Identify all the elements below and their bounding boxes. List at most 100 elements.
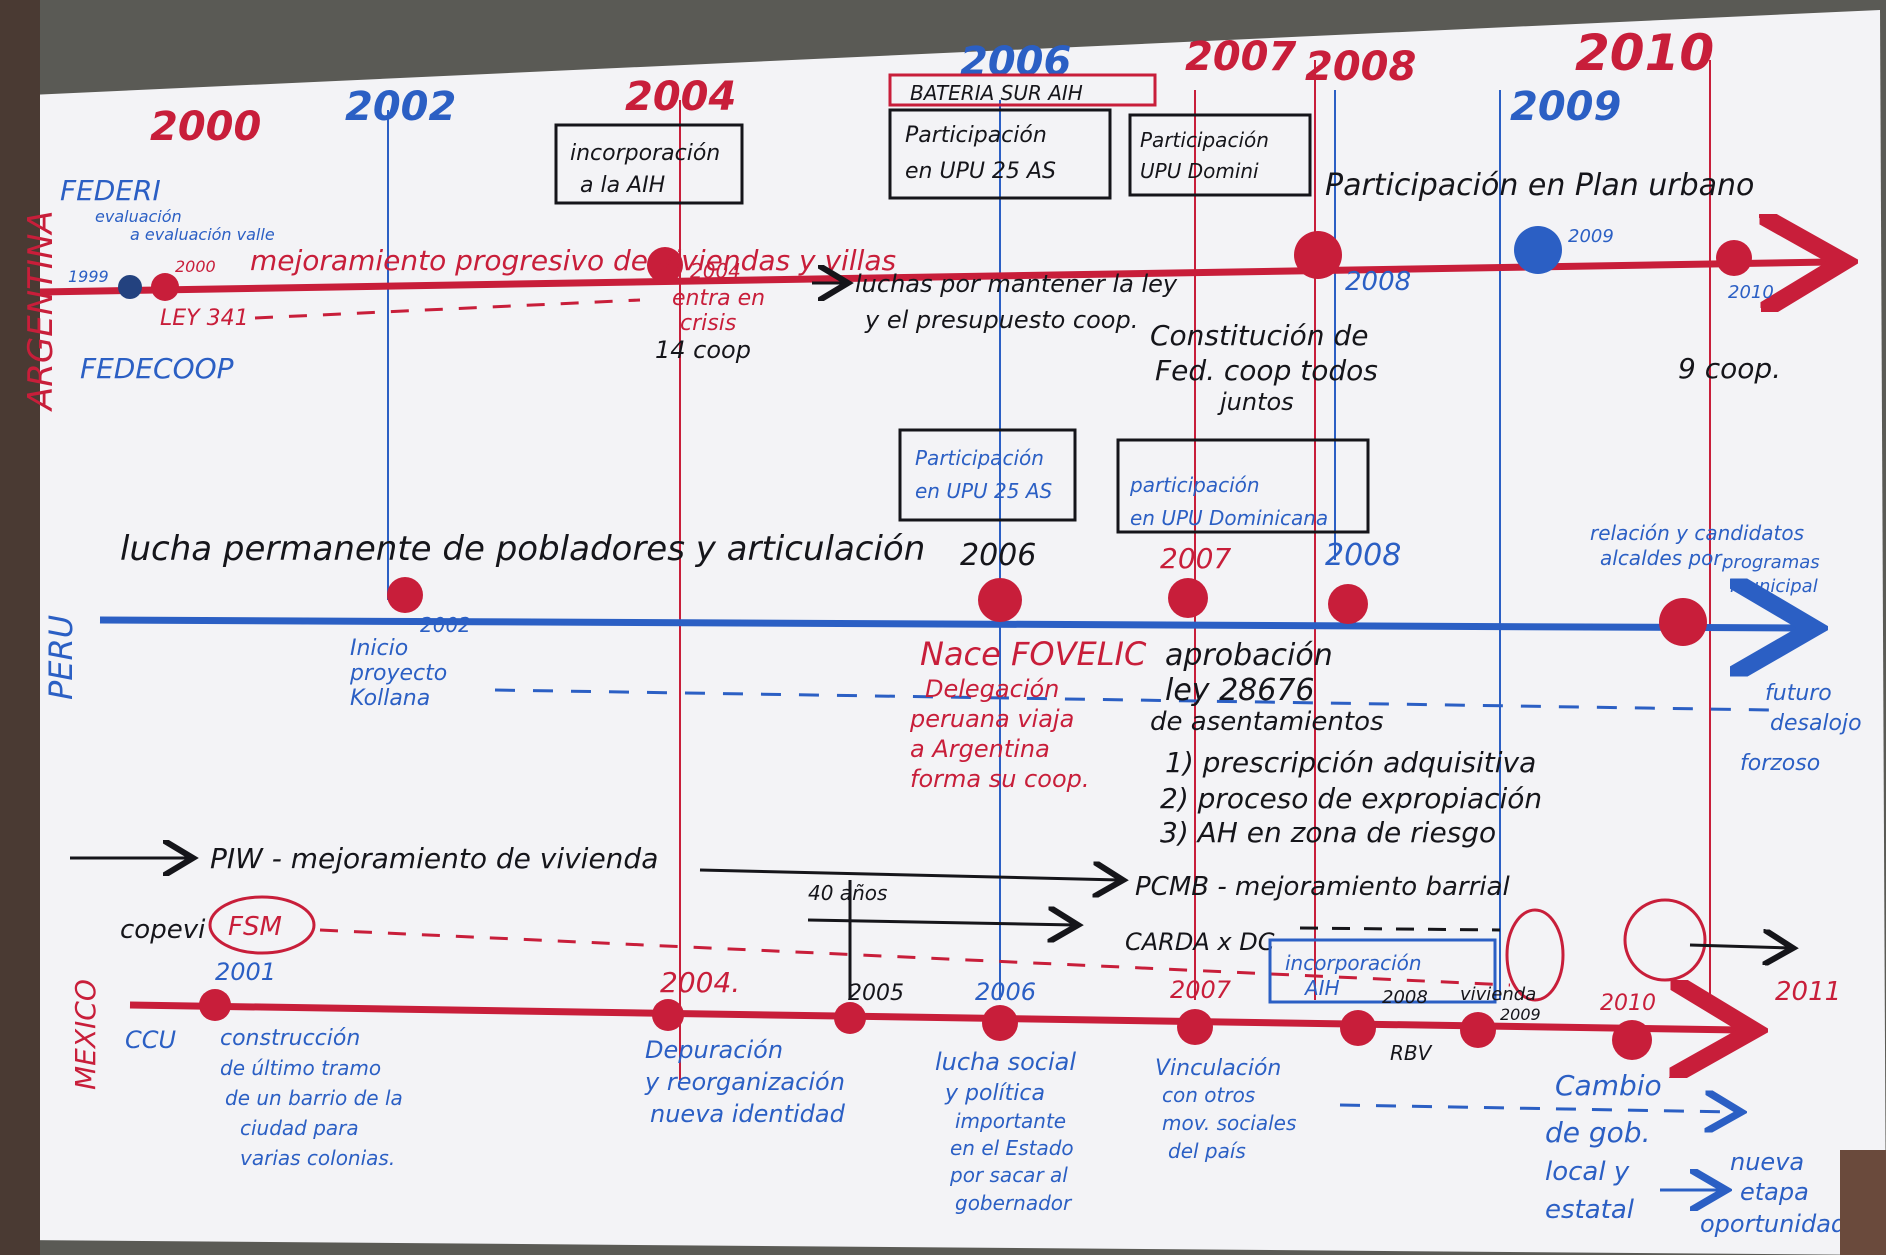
cambio-l2: de gob. xyxy=(1545,1116,1650,1149)
mexico-year-2008: 2008 xyxy=(1382,987,1428,1008)
year-2007: 2007 xyxy=(1185,34,1296,80)
peru-inicio-l1: Inicio xyxy=(350,636,408,661)
mexico-40anos: 40 años xyxy=(808,881,887,905)
carda-dashed xyxy=(1299,926,1501,932)
peru-list-1: 1) prescripción adquisitiva xyxy=(1165,746,1536,779)
luchas-l1: luchas por mantener la ley xyxy=(855,270,1178,298)
mexico-rbv: RBV xyxy=(1390,1041,1433,1065)
box-incorporacion-l1: incorporación xyxy=(570,141,720,166)
mexico-marker-2008 xyxy=(1340,1010,1376,1046)
mexico-year-2001: 2001 xyxy=(215,958,276,986)
mexico-ccu: CCU xyxy=(125,1026,177,1054)
40anos-arrow xyxy=(807,920,1075,925)
peru-box-2006-l2: en UPU 25 AS xyxy=(915,479,1053,503)
year-2000: 2000 xyxy=(150,104,261,150)
peru-year-2007: 2007 xyxy=(1160,542,1231,575)
peru-futuro-l3: forzoso xyxy=(1740,751,1820,776)
mexico-year-2006: 2006 xyxy=(975,978,1036,1006)
peru-relacion-l2: alcaldes por xyxy=(1600,546,1723,570)
ley-341: LEY 341 xyxy=(160,306,249,331)
mexico-piw: PIW - mejoramiento de vivienda xyxy=(210,842,658,875)
peru-box-2007 xyxy=(1116,438,1370,534)
peru-timeline xyxy=(99,620,1800,628)
marker-2008 xyxy=(1294,231,1342,279)
vinculacion-l1: Vinculación xyxy=(1155,1056,1281,1081)
mexico-marker-2007 xyxy=(1177,1009,1213,1045)
2011-arrow xyxy=(1689,945,1790,948)
mexico-marker-2005 xyxy=(834,1002,866,1034)
peru-lucha: lucha permanente de pobladores y articul… xyxy=(120,529,925,569)
box-upu-2006-l2: en UPU 25 AS xyxy=(905,159,1056,184)
peru-box-2007-l2: en UPU Dominicana xyxy=(1130,506,1328,530)
box-upu-2007-l2: UPU Domini xyxy=(1140,159,1259,183)
rv-circle xyxy=(1505,908,1565,1002)
year-guides xyxy=(387,60,1711,1080)
mexico-year-2004: 2004. xyxy=(660,966,740,999)
peru-aprobacion-l3: de asentamientos xyxy=(1150,707,1384,737)
vinculacion-l4: del país xyxy=(1168,1139,1246,1163)
year-2004-low: 2004 xyxy=(690,259,741,283)
peru-delegacion-l1: Delegación xyxy=(925,675,1059,703)
mexico-2010-circle xyxy=(1623,898,1707,982)
left-hand-shadow xyxy=(0,0,40,1255)
vinculacion-l2: con otros xyxy=(1162,1083,1255,1107)
peru-aprobacion-l2: ley 28676 xyxy=(1165,673,1315,708)
year-2009-low: 2009 xyxy=(1568,226,1614,247)
luchas-l2: y el presupuesto coop. xyxy=(864,306,1138,334)
year-2000-small: 2000 xyxy=(175,257,216,276)
mexico-marker-2006 xyxy=(982,1005,1018,1041)
vivienda-l1: vivienda xyxy=(1460,984,1536,1005)
peru-marker-2010 xyxy=(1659,598,1707,646)
mexico-marker-2004 xyxy=(652,999,684,1031)
year-2008-low: 2008 xyxy=(1345,267,1411,297)
depuracion-l2: y reorganización xyxy=(644,1068,845,1096)
peru-year-2006: 2006 xyxy=(960,538,1036,573)
pcmb-arrow xyxy=(699,870,1120,880)
peru-box-2006 xyxy=(898,428,1077,522)
year-2006: 2006 xyxy=(960,39,1071,85)
peru-delegacion-l2: peruana viaja xyxy=(909,705,1074,733)
crisis-l2: crisis xyxy=(680,311,736,336)
marker-2009 xyxy=(1514,226,1562,274)
peru-marker-2006 xyxy=(978,578,1022,622)
right-hand xyxy=(1840,1150,1886,1255)
peru-delegacion-l4: forma su coop. xyxy=(910,765,1089,793)
nueva-l3: oportunidad xyxy=(1700,1210,1847,1238)
box-incorporacion xyxy=(554,123,744,205)
peru-box-2006-l1: Participación xyxy=(915,446,1044,470)
lucha-l1: lucha social xyxy=(935,1048,1076,1076)
peru-fovelic: Nace FOVELIC xyxy=(920,635,1147,673)
box-upu-argentina-2007 xyxy=(1128,113,1312,197)
cambio-l4: estatal xyxy=(1545,1195,1635,1225)
inc-aih-l1: incorporación xyxy=(1285,951,1422,975)
marker-2000 xyxy=(151,273,179,301)
box-upu-argentina-2006 xyxy=(888,108,1112,200)
paper-sheet xyxy=(20,10,1886,1255)
fedecoop: FEDECOOP xyxy=(80,352,234,385)
constitucion-l3: juntos xyxy=(1217,388,1294,416)
cambio-l3: local y xyxy=(1545,1157,1630,1187)
plan-urbano: Participación en Plan urbano xyxy=(1325,168,1754,203)
box-incorporacion-l2: a la AIH xyxy=(580,173,665,198)
peru-relacion-l1: relación y candidatos xyxy=(1590,521,1804,545)
peru-relacion-l4: municipal xyxy=(1730,576,1818,597)
country-peru: PERU xyxy=(42,615,80,700)
inc-aih-l2: AIH xyxy=(1303,976,1340,1000)
mexico-year-2007: 2007 xyxy=(1170,976,1232,1004)
mexico-year-2010: 2010 xyxy=(1600,991,1656,1016)
peru-year-2002: 2002 xyxy=(420,613,471,637)
construccion-l3: de un barrio de la xyxy=(225,1086,403,1110)
federi: FEDERI xyxy=(60,174,161,207)
peru-list-3: 3) AH en zona de riesgo xyxy=(1160,816,1496,849)
incorporacion-aih-box xyxy=(1268,938,1497,1004)
mexico-marker-2009 xyxy=(1460,1012,1496,1048)
year-2010: 2010 xyxy=(1575,24,1714,82)
lucha-l6: gobernador xyxy=(955,1191,1073,1215)
construccion-l1: construcción xyxy=(220,1026,360,1051)
constitucion-l2: Fed. coop todos xyxy=(1155,354,1378,387)
year-1999-small: 1999 xyxy=(68,267,109,286)
peru-marker-2007 xyxy=(1168,578,1208,618)
peru-box-2007-l1: participación xyxy=(1129,473,1260,497)
box-bateria xyxy=(888,73,1157,107)
